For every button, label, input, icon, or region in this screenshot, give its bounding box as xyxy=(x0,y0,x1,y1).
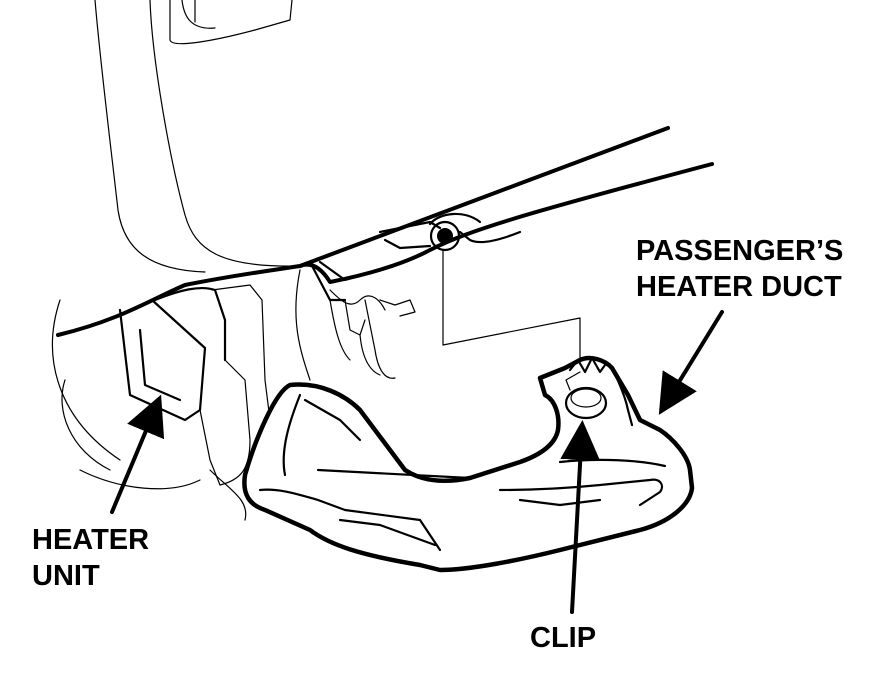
clip-part xyxy=(564,356,608,420)
leader-arrows xyxy=(110,310,724,614)
passenger-duct-label-line1: PASSENGER’S xyxy=(636,235,843,267)
passenger-duct-label-line2: HEATER DUCT xyxy=(636,271,842,303)
clip-label: CLIP xyxy=(530,622,596,654)
passenger-heater-duct xyxy=(242,355,695,573)
clip-arrow xyxy=(560,420,601,614)
heater-unit-label-line2: UNIT xyxy=(32,560,100,592)
heater-unit-arrow xyxy=(110,394,165,514)
mounting-hole-icon xyxy=(437,228,453,244)
bracket-linkage xyxy=(329,289,416,379)
heater-unit-label-line1: HEATER xyxy=(32,524,149,556)
callout-labels: PASSENGER’S HEATER DUCT HEATER UNIT CLIP xyxy=(32,235,843,654)
dashboard-background-lines xyxy=(51,0,301,521)
alignment-guides xyxy=(442,249,581,361)
passenger-duct-arrow xyxy=(658,310,724,415)
